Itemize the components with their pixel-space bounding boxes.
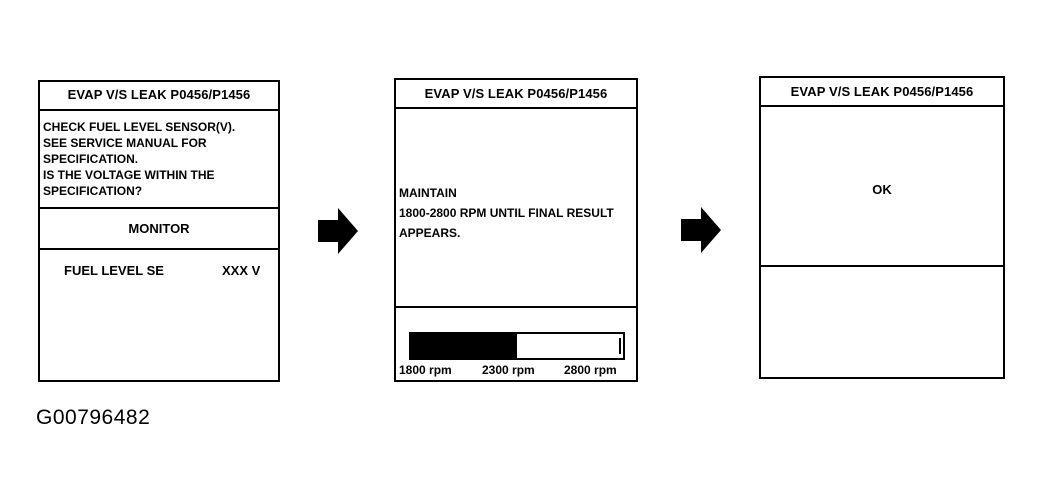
rpm-tick-label: 1800 rpm [399,363,452,377]
result-text: OK [761,107,1003,267]
question-line: IS THE VOLTAGE WITHIN THE [43,168,215,182]
rpm-gauge-bar [409,332,625,360]
reading-value: XXX V [222,263,261,278]
figure-id: G00796482 [36,406,151,429]
rpm-gauge-fill [411,334,517,358]
maintain-message: MAINTAIN 1800-2800 RPM UNTIL FINAL RESUL… [396,109,636,308]
message-line: MAINTAIN [399,186,457,200]
question-line: SPECIFICATION? [43,184,143,198]
message-line: APPEARS. [399,226,461,240]
arrow-right-icon [681,207,721,253]
scan-tool-screen-check: EVAP V/S LEAK P0456/P1456 CHECK FUEL LEV… [38,80,280,382]
rpm-gauge-end-mark [619,338,621,354]
question-line: SPECIFICATION. [43,152,139,166]
arrow-right-icon [318,208,358,254]
question-line: CHECK FUEL LEVEL SENSOR(V). [43,120,236,134]
scan-tool-screen-result: EVAP V/S LEAK P0456/P1456 OK [759,76,1005,379]
rpm-gauge-area: 1800 rpm 2300 rpm 2800 rpm [396,308,636,384]
message-line: 1800-2800 RPM UNTIL FINAL RESULT [399,206,614,220]
screen-title: EVAP V/S LEAK P0456/P1456 [396,80,636,109]
rpm-tick-label: 2300 rpm [482,363,535,377]
check-question: CHECK FUEL LEVEL SENSOR(V). SEE SERVICE … [40,111,278,209]
rpm-tick-label: 2800 rpm [564,363,617,377]
monitor-heading: MONITOR [40,209,278,250]
reading-label: FUEL LEVEL SE [64,263,164,278]
screen-title: EVAP V/S LEAK P0456/P1456 [40,82,278,111]
screen-title: EVAP V/S LEAK P0456/P1456 [761,78,1003,107]
scan-tool-screen-maintain-rpm: EVAP V/S LEAK P0456/P1456 MAINTAIN 1800-… [394,78,638,382]
fuel-level-reading: FUEL LEVEL SE XXX V [40,250,278,290]
question-line: SEE SERVICE MANUAL FOR [43,136,207,150]
